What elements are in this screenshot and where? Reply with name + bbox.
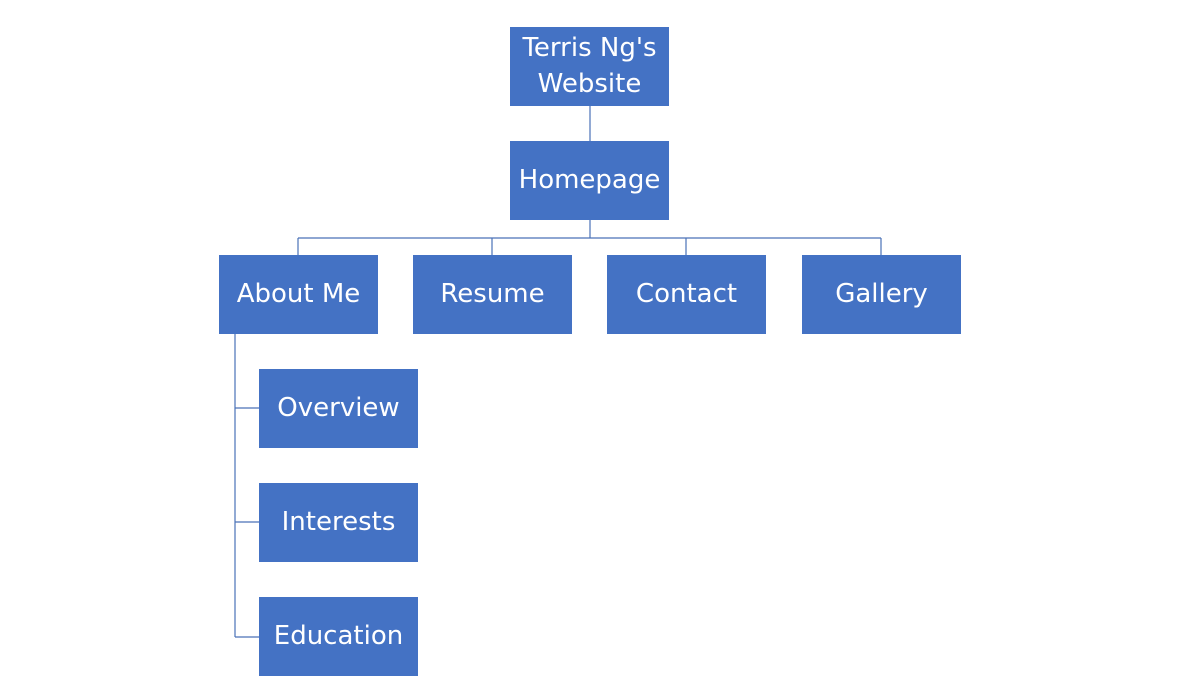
child-node-interests: Interests xyxy=(259,483,418,562)
child-node-education: Education xyxy=(259,597,418,676)
child-node-overview: Overview xyxy=(259,369,418,448)
section-node-gallery: Gallery xyxy=(802,255,961,334)
section-node-about-me: About Me xyxy=(219,255,378,334)
root-node: Terris Ng's Website xyxy=(510,27,669,106)
section-node-contact: Contact xyxy=(607,255,766,334)
homepage-node: Homepage xyxy=(510,141,669,220)
section-node-resume: Resume xyxy=(413,255,572,334)
